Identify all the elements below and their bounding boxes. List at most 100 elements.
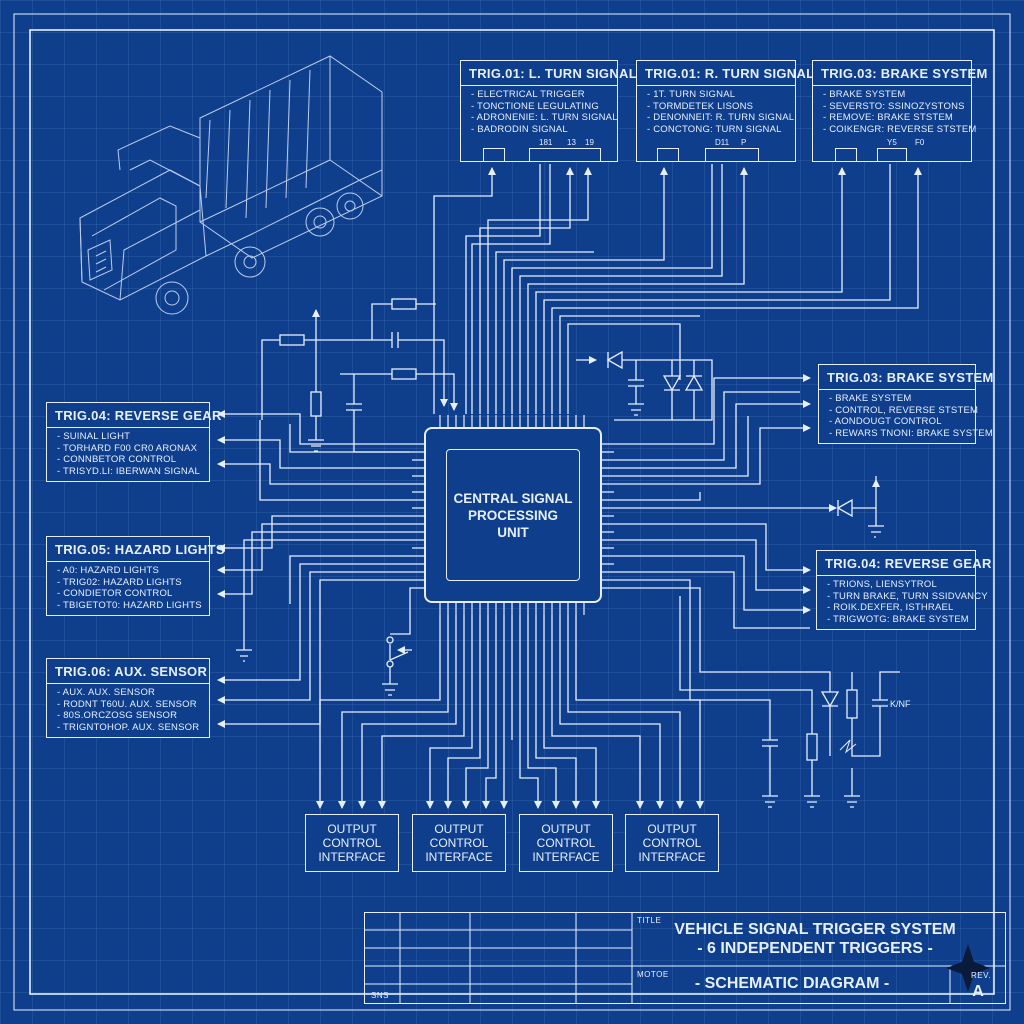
pin-label: 13	[567, 138, 576, 147]
pin-label: F0	[915, 138, 925, 147]
trigger-item: - BADRODIN SIGNAL	[471, 123, 568, 135]
trigger-item: - SUINAL LIGHT	[57, 431, 131, 442]
diode-network	[576, 350, 713, 421]
connector-pin	[835, 148, 857, 161]
trigger-item: - TRIGWOTG: BRAKE SYSTEM	[827, 613, 969, 625]
central-processing-unit[interactable]: CENTRAL SIGNAL PROCESSING UNIT	[424, 427, 602, 603]
wires-top	[433, 164, 922, 414]
pin-label: Y5	[887, 138, 897, 147]
cpu-label: CENTRAL SIGNAL	[453, 490, 573, 506]
output-label: INTERFACE	[532, 850, 600, 864]
pin-label: 19	[585, 138, 594, 147]
trigger-title: TRIG.04: REVERSE GEAR	[825, 556, 992, 571]
cpu-label: UNIT	[497, 524, 529, 540]
title-block: TITLE VEHICLE SIGNAL TRIGGER SYSTEM - 6 …	[364, 912, 1006, 1004]
revision-value: A	[972, 983, 984, 1000]
diagram-title-line2: - 6 INDEPENDENT TRIGGERS -	[697, 940, 933, 957]
output-label: CONTROL	[429, 836, 489, 850]
output-label: OUTPUT	[327, 822, 377, 836]
trigger-item: - TORMDETEK LISONS	[647, 100, 754, 112]
trigger-box-top-3[interactable]: TRIG.03: BRAKE SYSTEM - BRAKE SYSTEM - S…	[812, 60, 987, 162]
pin-label: D11	[715, 138, 730, 147]
trigger-box-left-1[interactable]: TRIG.04: REVERSE GEAR - SUINAL LIGHT - T…	[46, 402, 221, 482]
trigger-item: - DENONNEIT: R. TURN SIGNAL	[647, 112, 795, 123]
trigger-item: - ADRONENIE: L. TURN SIGNAL	[471, 112, 618, 123]
title-block-grid	[364, 912, 1006, 1004]
trigger-item: - CONNBETOR CONTROL	[57, 454, 177, 465]
cpu-label: PROCESSING	[467, 507, 558, 523]
output-label: OUTPUT	[647, 822, 697, 836]
trigger-item: - REWARS TNONI: BRAKE SYSTEM	[829, 427, 993, 439]
output-label: CONTROL	[642, 836, 702, 850]
trigger-item: - 1T. TURN SIGNAL	[647, 89, 736, 100]
trigger-box-left-2[interactable]: TRIG.05: HAZARD LIGHTS - A0: HAZARD LIGH…	[46, 536, 225, 616]
connector-pin	[657, 148, 679, 161]
trigger-item: - COIKENGR: REVERSE STSTEM	[823, 123, 977, 135]
inner-frame	[29, 29, 995, 995]
output-label: OUTPUT	[434, 822, 484, 836]
capacitor-label: K/NF	[890, 699, 911, 709]
cpu-die: CENTRAL SIGNAL PROCESSING UNIT	[446, 449, 580, 581]
star-glyph	[946, 944, 990, 992]
cpu-pins	[412, 415, 614, 615]
revision-label: REV.	[971, 971, 991, 980]
truck-illustration	[79, 55, 383, 315]
trigger-title: TRIG.06: AUX. SENSOR	[55, 664, 208, 679]
trigger-item: - A0: HAZARD LIGHTS	[57, 565, 159, 576]
output-interface-3[interactable]: OUTPUT CONTROL INTERFACE	[519, 814, 613, 872]
trigger-title: TRIG.03: BRAKE SYSTEM	[821, 66, 988, 81]
trigger-item: - CONDIETOR CONTROL	[57, 588, 173, 599]
trigger-item: - ELECTRICAL TRIGGER	[471, 89, 585, 100]
trigger-title: TRIG.03: BRAKE SYSTEM	[827, 370, 994, 385]
trigger-item: - TURN BRAKE, TURN SSIDVANCY	[827, 590, 988, 602]
output-interface-4[interactable]: OUTPUT CONTROL INTERFACE	[625, 814, 719, 872]
trigger-item: - TORHARD F00 CR0 ARONAX	[57, 442, 198, 454]
diagram-subtitle: - SCHEMATIC DIAGRAM -	[694, 975, 890, 992]
trigger-item: - ROIK.DEXFER, ISTHRAEL	[827, 602, 954, 613]
trigger-item: - TRIG02: HAZARD LIGHTS	[57, 576, 182, 588]
trigger-box-top-2[interactable]: TRIG.01: R. TURN SIGNAL - 1T. TURN SIGNA…	[636, 60, 814, 162]
trigger-item: - CONTROL, REVERSE STSTEM	[829, 404, 979, 416]
trigger-item: - TRIONS, LIENSYTROL	[827, 579, 937, 590]
trigger-item: - TBIGETOT0: HAZARD LIGHTS	[57, 599, 202, 611]
trigger-item: - BRAKE SYSTEM	[829, 393, 912, 404]
output-label: INTERFACE	[638, 850, 706, 864]
diagram-title-line1: VEHICLE SIGNAL TRIGGER SYSTEM	[674, 921, 956, 938]
trigger-item: - BRAKE SYSTEM	[823, 89, 906, 100]
trigger-item: - REMOVE: BRAKE STSTEM	[823, 112, 954, 123]
trigger-box-right-1[interactable]: TRIG.03: BRAKE SYSTEM - BRAKE SYSTEM - C…	[818, 364, 993, 444]
trigger-item: - TRISYD.LI: IBERWAN SIGNAL	[57, 465, 201, 477]
connector-pin	[483, 148, 505, 161]
trigger-box-left-3[interactable]: TRIG.06: AUX. SENSOR - AUX. AUX. SENSOR …	[46, 658, 210, 738]
output-interface-1[interactable]: OUTPUT CONTROL INTERFACE	[305, 814, 399, 872]
output-label: OUTPUT	[541, 822, 591, 836]
trigger-item: - SEVERSTO: SSINOZYSTONS	[823, 100, 965, 112]
pin-label: P	[741, 138, 747, 147]
trigger-item: - RODNT T60U. AUX. SENSOR	[57, 698, 197, 710]
outer-frame	[13, 13, 1011, 1011]
note-field-label: MOTOE	[637, 970, 669, 979]
title-field-label: TITLE	[637, 916, 662, 925]
sns-label: SNS	[371, 991, 389, 1000]
trigger-box-top-1[interactable]: TRIG.01: L. TURN SIGNAL - ELECTRICAL TRI…	[460, 60, 637, 162]
pin-label: 181	[539, 138, 553, 147]
passive-network	[261, 298, 458, 453]
trigger-title: TRIG.01: R. TURN SIGNAL	[645, 66, 815, 81]
switch-symbol	[382, 636, 412, 696]
trigger-item: - AONDOUGT CONTROL	[829, 416, 942, 427]
trigger-title: TRIG.01: L. TURN SIGNAL	[469, 66, 637, 81]
trigger-item: - CONCTONG: TURN SIGNAL	[647, 123, 782, 135]
output-label: INTERFACE	[318, 850, 386, 864]
trigger-title: TRIG.04: REVERSE GEAR	[55, 408, 222, 423]
trigger-item: - AUX. AUX. SENSOR	[57, 687, 156, 698]
trigger-box-right-2[interactable]: TRIG.04: REVERSE GEAR - TRIONS, LIENSYTR…	[816, 550, 991, 630]
output-interface-2[interactable]: OUTPUT CONTROL INTERFACE	[412, 814, 506, 872]
trigger-item: - 80S.ORCZOSG SENSOR	[57, 710, 178, 721]
wires-left	[217, 410, 412, 728]
trigger-title: TRIG.05: HAZARD LIGHTS	[55, 542, 225, 557]
connector-pins	[877, 148, 907, 161]
trigger-item: - TONCTIONE LEGULATING	[471, 100, 599, 112]
output-label: INTERFACE	[425, 850, 493, 864]
wires-right	[614, 374, 900, 808]
